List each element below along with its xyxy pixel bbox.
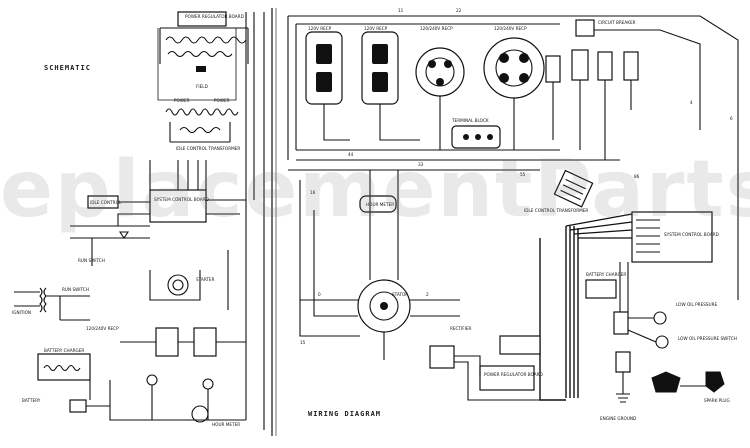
system-control-board-label: SYSTEM CONTROL BOARD — [154, 197, 209, 202]
battery-charger-w — [585, 279, 617, 299]
schematic-section: POWER REGULATOR BOARD FIELD POWER POWER … — [12, 11, 265, 430]
oil-switch-label: LOW OIL PRESSURE SWITCH — [678, 336, 737, 341]
svg-text:2: 2 — [426, 292, 429, 297]
run-switch-label: RUN SWITCH — [62, 287, 89, 292]
svg-text:15: 15 — [300, 340, 306, 345]
svg-text:16: 16 — [310, 190, 316, 195]
gfci-1-label: 120V RECP — [308, 26, 332, 31]
rectifier — [429, 345, 455, 369]
wiring-diagram-heading: WIRING DIAGRAM — [308, 410, 382, 418]
starter-symbol — [167, 274, 189, 296]
gfci-schematic-1 — [155, 327, 179, 357]
power-regulator-board-box — [177, 11, 227, 27]
twistlock-receptacle-2 — [483, 37, 545, 99]
svg-text:11: 11 — [398, 8, 404, 13]
breaker-4 — [623, 51, 639, 81]
gfci-receptacle-2 — [361, 31, 399, 105]
low-oil-relay — [499, 335, 541, 355]
idle-control-transformer-label: IDLE CONTROL TRANSFORMER — [176, 146, 240, 151]
hour-meter-label: HOUR METER — [212, 422, 240, 427]
gfci-2-label: 120V RECP — [364, 26, 388, 31]
rectifier-label: RECTIFIER — [450, 326, 472, 331]
engine-ground-label: ENGINE GROUND — [600, 416, 636, 421]
twistlock-1-label: 120/240V RECP — [420, 26, 453, 31]
svg-text:4: 4 — [690, 100, 693, 105]
receptacle-label: 120/240V RECP — [86, 326, 119, 331]
battery-label: BATTERY — [22, 398, 41, 403]
hour-meter — [359, 195, 397, 213]
system-control-board-box — [149, 189, 207, 223]
svg-text:33: 33 — [418, 162, 424, 167]
power-label-1: POWER — [174, 98, 190, 103]
switch-label-left: RUN SWITCH — [78, 258, 105, 263]
stator-label: STATOR — [392, 292, 408, 297]
terminal-block-label: TERMINAL BLOCK — [451, 118, 489, 123]
fuse-block — [613, 311, 629, 335]
starter-label: STARTER — [196, 277, 215, 282]
svg-text:22: 22 — [456, 8, 462, 13]
scb-wiring-label: SYSTEM CONTROL BOARD — [664, 232, 719, 237]
power-reg-wiring-label: POWER REGULATOR BOARD — [484, 372, 543, 377]
svg-text:POWER: POWER — [214, 98, 230, 103]
engine-ground-block — [615, 351, 631, 373]
system-control-board-w — [631, 211, 713, 263]
schematic-heading: SCHEMATIC — [44, 64, 91, 72]
svg-text:55: 55 — [520, 172, 526, 177]
wiring-section: 120V RECP 120V RECP 120/240V RECP 120/24… — [287, 8, 739, 421]
low-oil-label: LOW OIL PRESSURE — [676, 302, 718, 307]
starter-motor-symbol — [651, 371, 681, 393]
svg-text:44: 44 — [348, 152, 354, 157]
breaker-main — [575, 19, 595, 37]
svg-text:86: 86 — [634, 174, 640, 179]
idle-control-transformer-w — [553, 169, 594, 208]
idle-control-label: IDLE CONTROL — [90, 200, 122, 205]
spark-plug-label: SPARK PLUG — [704, 398, 730, 403]
breaker-label: CIRCUIT BREAKER — [598, 20, 636, 25]
low-oil-lamp — [653, 311, 667, 325]
svg-text:6: 6 — [730, 116, 733, 121]
power-regulator-label: POWER REGULATOR BOARD — [185, 14, 244, 19]
breaker-1 — [545, 55, 561, 83]
twistlock-2-label: 120/240V RECP — [494, 26, 527, 31]
idle-xfmr-wiring-label: IDLE CONTROL TRANSFORMER — [524, 208, 588, 213]
svg-text:0: 0 — [318, 292, 321, 297]
ignition-label: IGNITION — [12, 310, 31, 315]
field-label: FIELD — [196, 84, 208, 89]
ignition-coil-symbol — [655, 335, 669, 349]
svg-text:HOUR METER: HOUR METER — [366, 202, 394, 207]
battery-charger-box — [37, 353, 91, 381]
spark-plug-symbol — [705, 371, 725, 393]
breaker-3 — [597, 51, 613, 81]
gfci-receptacle-1 — [305, 31, 343, 105]
twistlock-receptacle-1 — [415, 47, 465, 97]
breaker-2 — [571, 49, 589, 81]
gfci-schematic-2 — [193, 327, 217, 357]
battery-charger-wiring-label: BATTERY CHARGER — [586, 272, 626, 277]
power-regulator-board-w — [479, 365, 535, 391]
battery-charger-label: BATTERY CHARGER — [44, 348, 84, 353]
